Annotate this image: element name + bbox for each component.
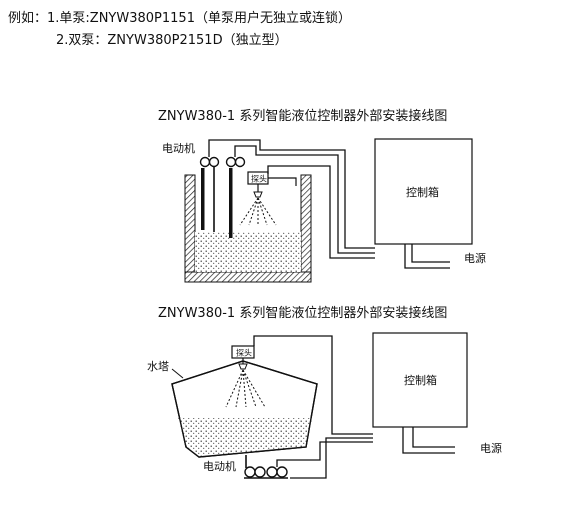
probe-2: 探头: [225, 345, 266, 408]
diagram-2-wires: [253, 335, 455, 479]
example-line-1: 1.单泵:ZNYW380P1151（单泵用户无独立或连锁）: [47, 11, 351, 26]
example-text: 例如：1.单泵:ZNYW380P1151（单泵用户无独立或连锁） 2.双泵：ZN…: [8, 8, 351, 52]
control-box-1-label: 控制箱: [406, 185, 439, 199]
diagram-1-title: ZNYW380-1 系列智能液位控制器外部安装接线图: [158, 108, 447, 124]
probe-1-beam: [239, 197, 277, 226]
diagram-2: ZNYW380-1 系列智能液位控制器外部安装接线图 水塔 探头 电动: [147, 305, 502, 479]
water-tower: [171, 360, 318, 458]
example-prefix: 例如：: [8, 11, 48, 26]
control-box-2: 控制箱: [372, 332, 468, 428]
motor-pump-1: [199, 156, 220, 232]
tower-label: 水塔: [147, 360, 169, 373]
water-body: [195, 232, 301, 272]
motor-pump-4: [266, 466, 288, 478]
probe-2-label: 探头: [236, 348, 252, 358]
probe-2-beam: [225, 369, 266, 408]
diagram-2-motor-label: 电动机: [203, 459, 236, 473]
control-box-2-label: 控制箱: [404, 373, 437, 387]
diagram-1-power-label: 电源: [464, 251, 486, 265]
diagram-1-wires: [208, 139, 450, 269]
diagram-1-motor-label: 电动机: [162, 141, 195, 155]
diagram-2-power-label: 电源: [480, 441, 502, 455]
probe-1-label: 探头: [251, 174, 267, 184]
control-box-1: 控制箱: [374, 138, 473, 245]
motor-pump-2: [225, 156, 246, 238]
example-line-2: 2.双泵：ZNYW380P2151D（独立型）: [56, 33, 288, 48]
diagram-2-title: ZNYW380-1 系列智能液位控制器外部安装接线图: [158, 305, 447, 321]
tower-water: [178, 418, 312, 457]
probe-1: 探头: [239, 171, 297, 226]
motor-pump-3: [244, 466, 266, 478]
pool-tank: [184, 174, 312, 283]
diagram-1: ZNYW380-1 系列智能液位控制器外部安装接线图 电动机 探头: [158, 108, 486, 283]
